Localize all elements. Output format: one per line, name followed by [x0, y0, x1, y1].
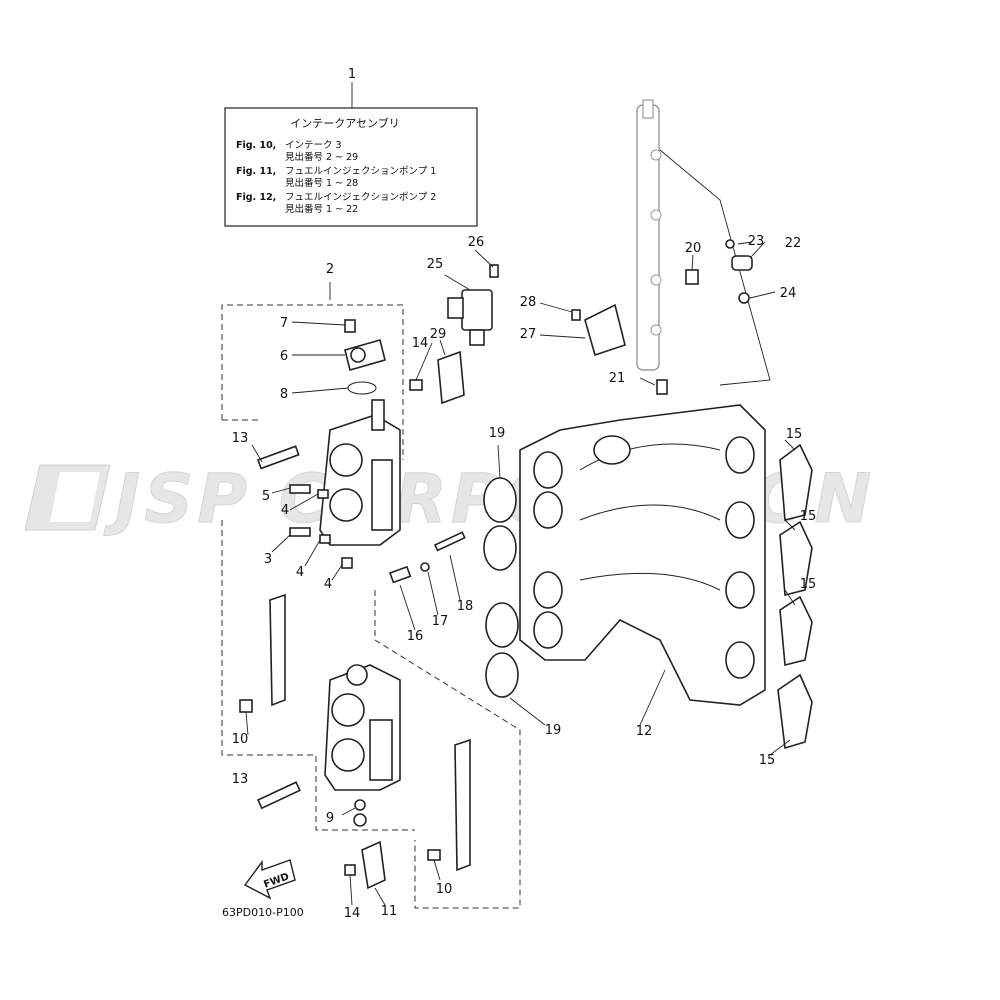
callout-2: 2: [326, 262, 334, 277]
sensor-25: [447, 264, 499, 346]
callout-3: 3: [264, 552, 272, 567]
callout-29: 29: [430, 327, 447, 342]
leader-lines: [245, 241, 796, 906]
title-row-6-text: 見出番号 1 ~ 22: [285, 203, 358, 215]
callout-24: 24: [780, 286, 797, 301]
injector-22: [656, 239, 753, 395]
title-box: インテークアセンブリ Fig. 10, インテーク 3 見出番号 2 ~ 29 …: [224, 82, 478, 227]
callout-15a: 15: [786, 427, 803, 442]
throttle-body-upper: [319, 339, 401, 546]
callout-25: 25: [427, 257, 444, 272]
callout-4a: 4: [281, 503, 289, 518]
callout-15b: 15: [800, 509, 817, 524]
callout-23: 23: [748, 234, 765, 249]
title-heading: インテークアセンブリ: [290, 116, 399, 130]
callout-18: 18: [457, 599, 474, 614]
bracket-11-left: [269, 593, 286, 707]
assembly-outlines: [221, 304, 521, 909]
bracket-11-right: [361, 738, 471, 890]
callout-28: 28: [520, 295, 537, 310]
callout-1: 1: [348, 67, 356, 82]
bracket-29: [437, 350, 465, 405]
bolts-and-screws: [239, 319, 441, 876]
callout-15d: 15: [759, 753, 776, 768]
drawing-code: 63PD010-P100: [222, 906, 304, 919]
callout-10b: 10: [436, 882, 453, 897]
callout-labels: 1 2 3 4 4 4 5 6 7 8 9 10 10 11 12 13 13 …: [232, 67, 817, 921]
gasket-set-15: [777, 443, 813, 750]
fwd-arrow-icon: FWD: [243, 859, 296, 900]
callout-26: 26: [468, 235, 485, 250]
callout-15c: 15: [800, 577, 817, 592]
callout-19b: 19: [545, 723, 562, 738]
sensor-27: [571, 303, 626, 357]
callout-7: 7: [280, 316, 288, 331]
callout-4c: 4: [324, 577, 332, 592]
title-row-1-text: インテーク 3: [285, 140, 342, 151]
callout-11: 11: [381, 904, 398, 919]
callout-4b: 4: [296, 565, 304, 580]
callout-5: 5: [262, 489, 270, 504]
callout-8: 8: [280, 387, 288, 402]
callout-13b: 13: [232, 772, 249, 787]
fuel-rail: [636, 99, 771, 386]
callout-9: 9: [326, 811, 334, 826]
intake-manifold: [519, 404, 766, 726]
callout-14a: 14: [412, 336, 429, 351]
temp-sensor-16-18: [388, 531, 466, 584]
callout-12: 12: [636, 724, 653, 739]
callout-6: 6: [280, 349, 288, 364]
callout-20: 20: [685, 241, 702, 256]
title-row-4-text: 見出番号 1 ~ 28: [285, 177, 358, 189]
callout-13a: 13: [232, 431, 249, 446]
callout-27: 27: [520, 327, 537, 342]
title-row-5-text: フュエルインジェクションポンプ 2: [285, 192, 436, 203]
title-row-5-fig: Fig. 12,: [236, 192, 276, 203]
o-rings-19: [483, 477, 519, 698]
throttle-body-lower: [324, 664, 401, 791]
title-row-1-fig: Fig. 10,: [236, 140, 276, 151]
callout-17: 17: [432, 614, 449, 629]
callout-16: 16: [407, 629, 424, 644]
title-row-3-fig: Fig. 11,: [236, 166, 276, 177]
callout-21: 21: [609, 371, 626, 386]
title-row-2-text: 見出番号 2 ~ 29: [285, 151, 358, 163]
callout-19a: 19: [489, 426, 506, 441]
callout-14b: 14: [344, 906, 361, 921]
callout-10a: 10: [232, 732, 249, 747]
title-row-3-text: フュエルインジェクションポンプ 1: [285, 166, 436, 177]
callout-22: 22: [785, 236, 802, 251]
